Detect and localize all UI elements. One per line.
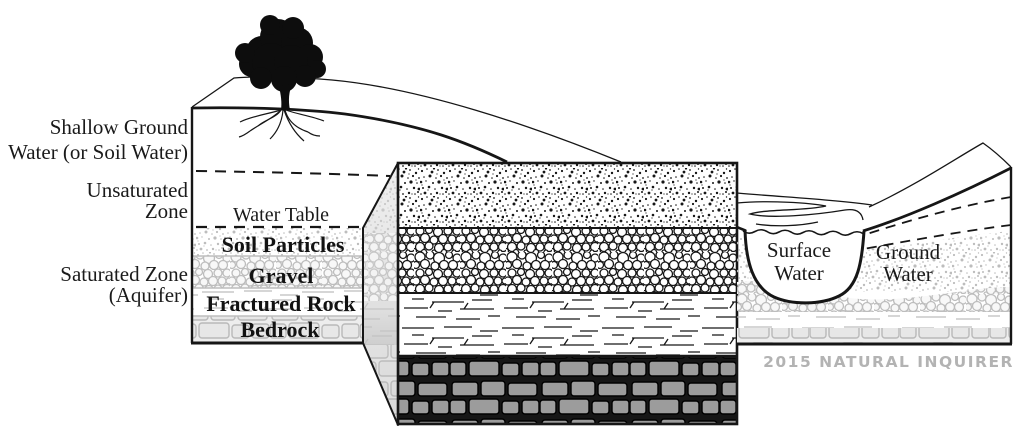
saturated-zone-label-line1: Saturated Zone [60,262,188,286]
gravel-label: Gravel [249,263,314,288]
valley-bedrock-band [737,328,1011,343]
ground-surface-back-line [191,76,622,163]
stream-water-surface-line [742,228,864,236]
stream-channel [745,230,864,303]
watermark-text: 2015 NATURAL INQUIRER [763,353,1014,371]
unsaturated-zone-label-line2: Zone [145,199,188,223]
valley-fractured-rock-band [737,310,1011,330]
shallow-ground-water-label-line1: Shallow Ground [50,115,189,139]
magnified-aquifer-block [362,161,739,426]
saturated-zone-label-line2: (Aquifer) [109,283,188,307]
ground-water-label-line1: Ground [876,240,941,264]
bedrock-label: Bedrock [240,317,320,342]
fractured-rock-label: Fractured Rock [206,291,356,316]
bedrock-layer [398,356,737,424]
right-hillside-front-line [862,166,1012,233]
tree-roots [238,109,325,142]
ground-surface-front-line [191,106,508,164]
water-table-label: Water Table [233,204,329,226]
soil-particles-layer [398,163,737,228]
unsaturated-zone-boundary-dashed-line [195,170,391,177]
fractured-rock-layer [398,293,737,356]
soil-particles-label: Soil Particles [222,232,345,257]
unsaturated-zone-label-line1: Unsaturated [87,178,189,202]
right-hillside-back-line [868,142,1012,208]
water-table-dashed-line-right-lower [862,224,1012,250]
river-meander-lines [736,192,873,227]
annotations: Shallow Ground Water (or Soil Water) Uns… [8,115,1014,371]
valley-region [736,142,1013,346]
water-table-dashed-line-right-upper [860,196,1012,237]
ground-water-label-line2: Water [883,262,933,286]
gravel-layer [398,228,737,293]
shallow-ground-water-label-line2: Water (or Soil Water) [8,140,188,164]
surface-water-label-line2: Water [774,261,824,285]
surface-water-label-line1: Surface [767,238,831,262]
tree-icon [235,15,326,142]
